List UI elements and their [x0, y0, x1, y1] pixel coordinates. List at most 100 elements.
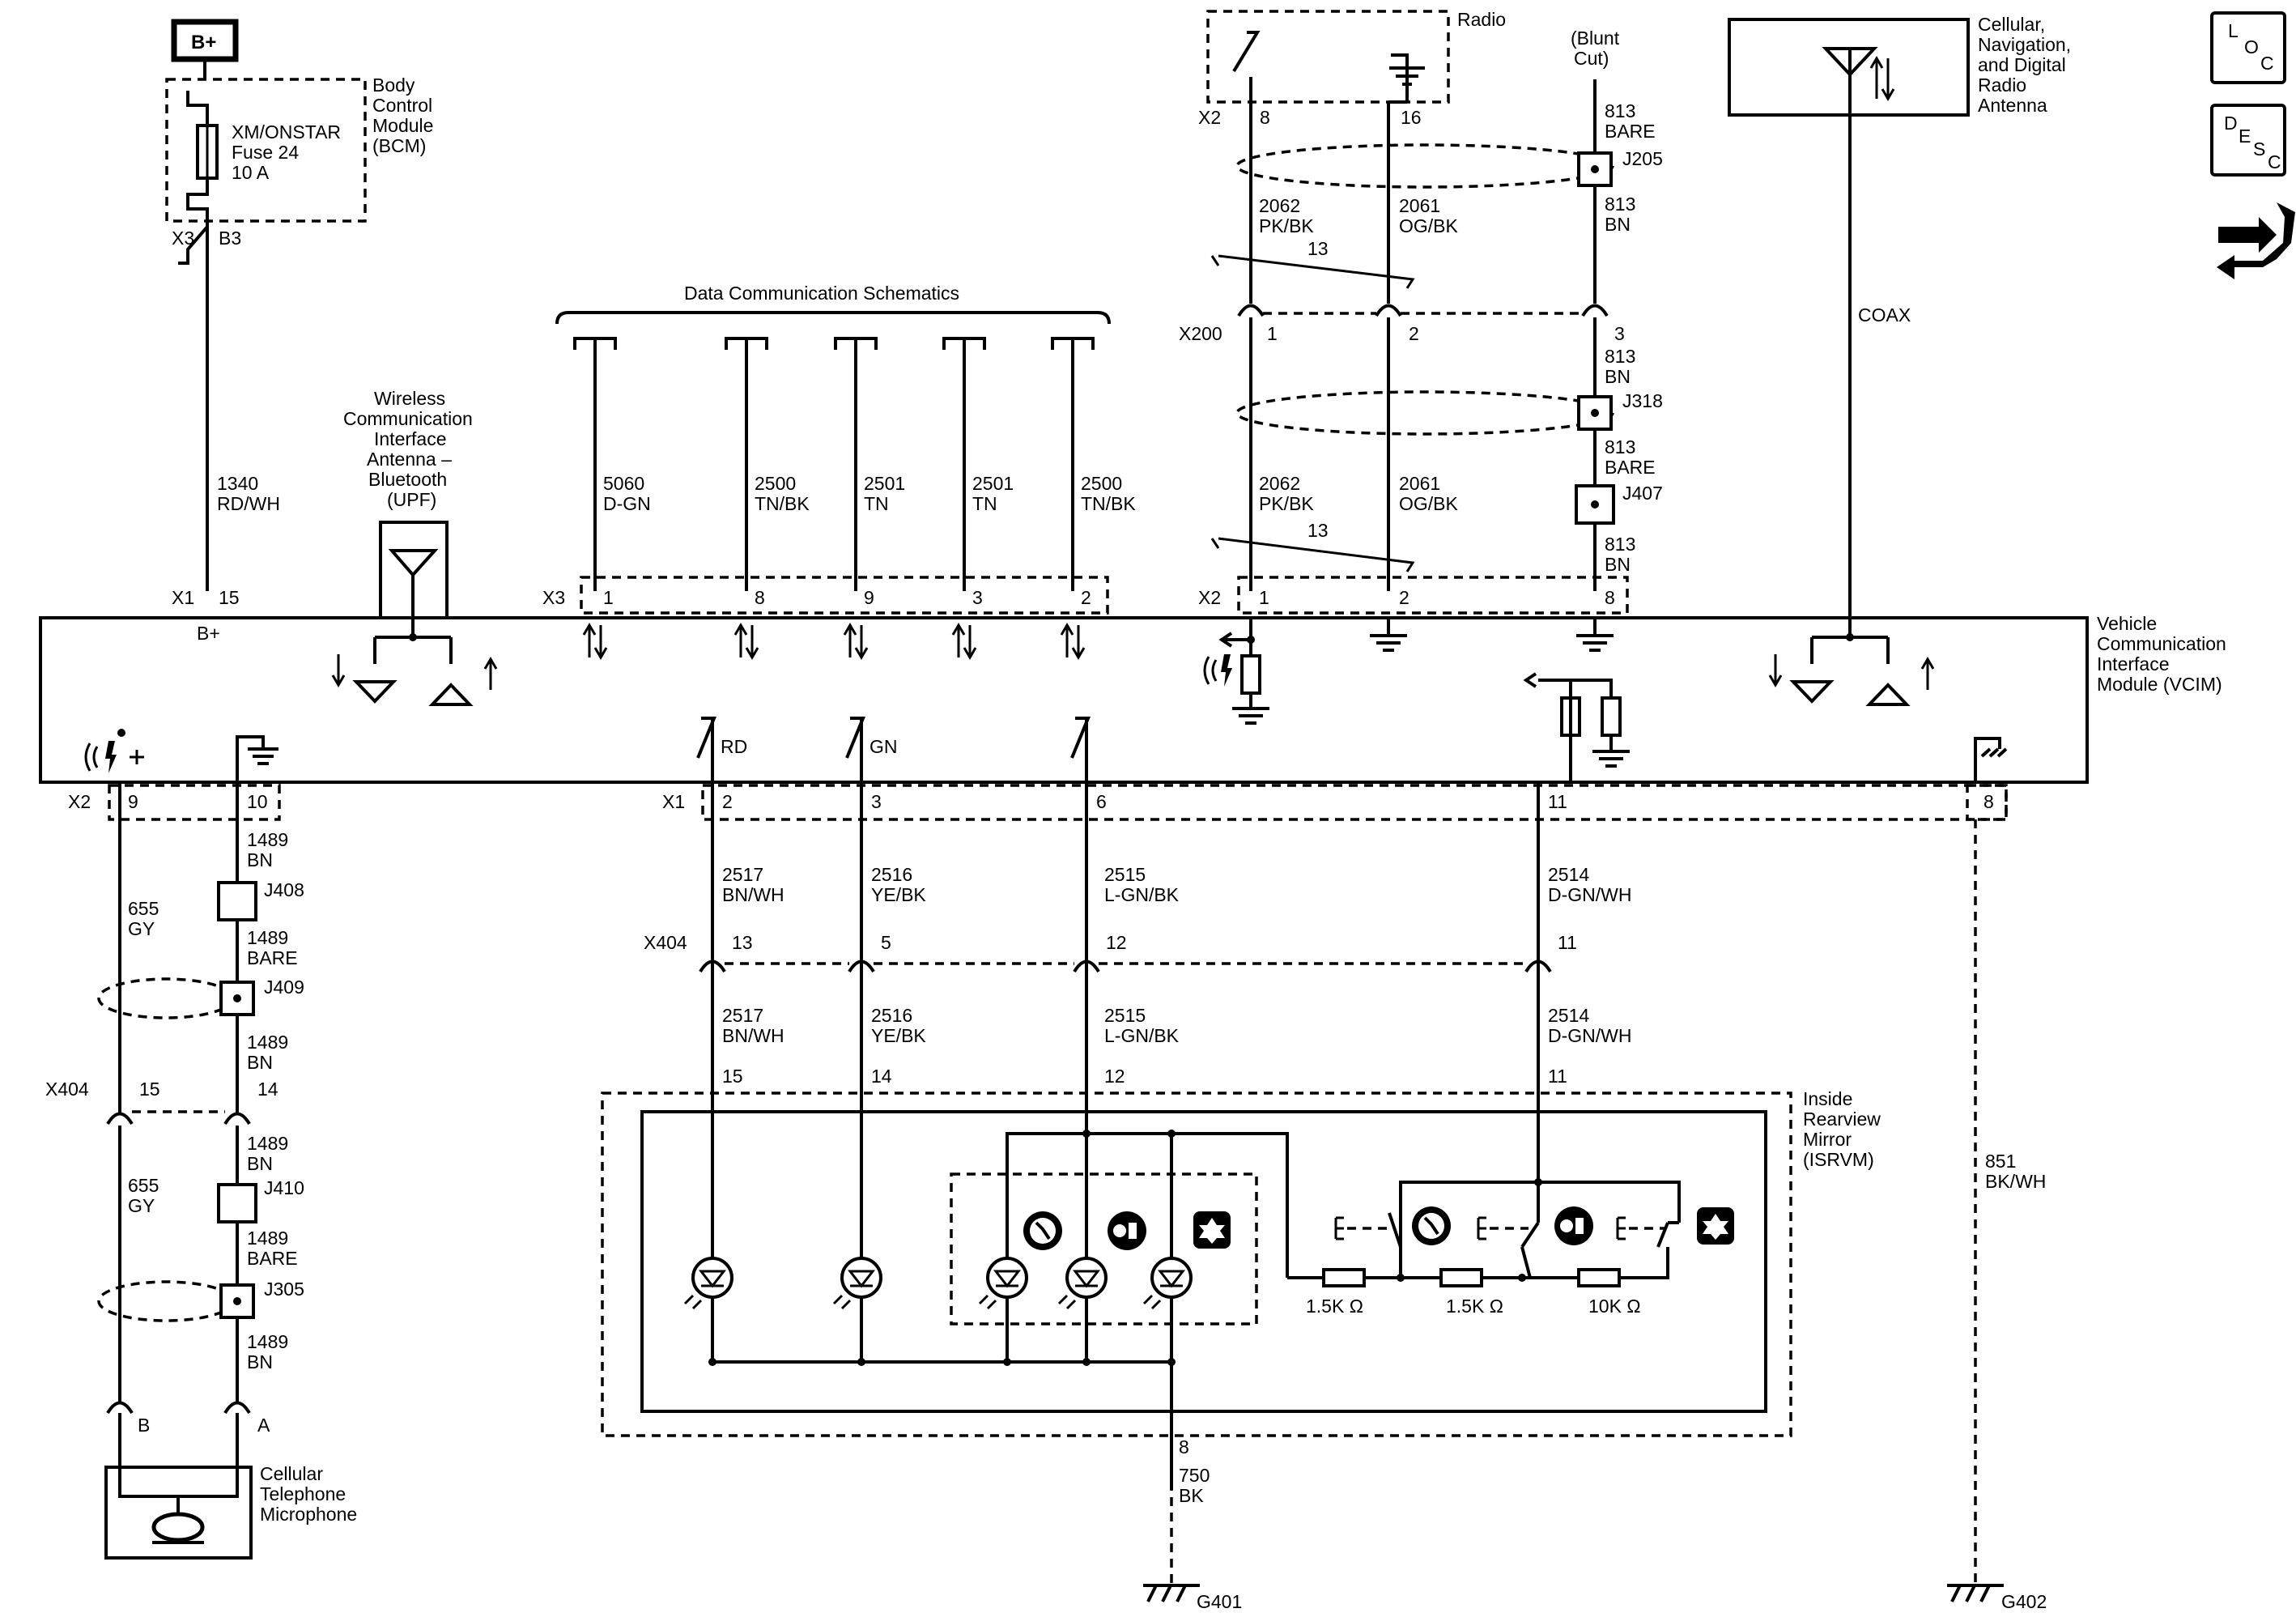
resistor-2-label: 1.5K Ω [1446, 1296, 1503, 1317]
mirror-bot-w4-circuit: 2514 [1548, 1005, 1589, 1026]
cell-antenna-label-5: Antenna [1978, 95, 2047, 116]
vcim-x1-bottom-pin-3: 3 [871, 791, 882, 812]
ground-g401-icon [1143, 1584, 1200, 1602]
bt-antenna-label-2: Communication [343, 408, 473, 429]
radio-outline [1206, 10, 1450, 104]
microphone-icon [104, 1466, 253, 1560]
data-comm-title: Data Communication Schematics [684, 283, 959, 304]
mic-connector [106, 1401, 251, 1467]
coax-label: COAX [1858, 304, 1911, 326]
mic-label-1: Cellular [260, 1463, 323, 1484]
twist-indicator-1 [1210, 254, 1415, 289]
w813-3-circuit: 813 [1605, 346, 1635, 367]
splice-j305 [219, 1283, 255, 1319]
mirror-top-w3-color: L-GN/BK [1104, 884, 1180, 905]
mirror-bot-w3-color: L-GN/BK [1104, 1025, 1180, 1046]
wire-1340 [178, 223, 209, 591]
mic-w1489-6-color: BN [247, 1351, 273, 1372]
vcim-cell-antenna-symbol [1768, 618, 1935, 706]
cell-antenna-label-2: Navigation, [1978, 34, 2071, 55]
mirror-switches [1334, 1182, 1679, 1248]
mic-w1489-5-color: BARE [247, 1248, 298, 1269]
mirror-x404-pin-5: 5 [881, 932, 891, 953]
mirror-top-w1-circuit: 2517 [722, 864, 763, 885]
desc-icon[interactable]: D E S C [2210, 104, 2286, 177]
vcim-label-4: Module (VCIM) [2097, 674, 2222, 695]
splice-j409-label: J409 [264, 977, 304, 998]
splice-j408-label: J408 [264, 879, 304, 900]
vcim-mic-power [84, 729, 144, 773]
twist-1-label: 13 [1307, 238, 1329, 259]
desc-icon-c: C [2268, 151, 2281, 172]
mic-w1489-1-color: BN [247, 849, 273, 870]
bcm-outline [165, 78, 367, 223]
mirror-x404-label: X404 [644, 932, 687, 953]
cell-antenna-label-3: and Digital [1978, 54, 2066, 75]
x3-wire3-color: TN [864, 493, 889, 514]
blunt-cut-label-2: Cut) [1574, 48, 1609, 69]
mic-x404-pin-15: 15 [139, 1079, 160, 1100]
x3-wire2-circuit: 2500 [755, 473, 796, 494]
cell-antenna-label-1: Cellular, [1978, 14, 2045, 35]
mic-w1489-3-color: BN [247, 1052, 273, 1073]
mirror-top-w4-color: D-GN/WH [1548, 884, 1631, 905]
fuse-name: XM/ONSTAR [232, 121, 341, 143]
w813-4-color: BARE [1605, 457, 1656, 478]
led-icon [1057, 1257, 1108, 1310]
vcim-switch-gn-label: GN [870, 736, 898, 757]
x3-data-wires [573, 337, 1095, 591]
vcim-x2-top-outline [1237, 576, 1629, 615]
mic-label-2: Telephone [260, 1483, 346, 1504]
isrvm-inner-box [640, 1110, 1767, 1413]
loc-icon[interactable]: L O C [2210, 11, 2286, 84]
x200-connector [1237, 304, 1609, 317]
wire-1340-color: RD/WH [217, 493, 280, 514]
vcim-switch-rd [696, 717, 716, 782]
ground-right-color: BK/WH [1985, 1171, 2046, 1192]
vcim-label-2: Communication [2097, 633, 2226, 654]
bcm-label-4: (BCM) [372, 135, 426, 156]
twist-indicator-2 [1210, 537, 1415, 572]
mirror-top-w1-color: BN/WH [722, 884, 784, 905]
vcim-x1-bottom-pin-2: 2 [722, 791, 733, 812]
onstar-emergency-button-icon [1193, 1211, 1231, 1249]
x3-wire5-circuit: 2500 [1081, 473, 1122, 494]
mirror-x404-connector [699, 960, 1552, 973]
power-label: B+ [191, 32, 216, 53]
vcim-bplus-label: B+ [197, 623, 220, 644]
x3-wire2-color: TN/BK [755, 493, 810, 514]
splice-j205-label: J205 [1622, 148, 1663, 169]
splice-j408 [217, 881, 257, 921]
mic-w655-2-circuit: 655 [128, 1175, 159, 1196]
led-icon [832, 1257, 882, 1310]
splice-j410-label: J410 [264, 1177, 304, 1198]
vcim-audio-input [1203, 618, 1269, 725]
x3-wire1-color: D-GN [603, 493, 651, 514]
mirror-top-w2-color: YE/BK [871, 884, 926, 905]
ground-left-color: BK [1179, 1485, 1204, 1506]
mirror-pin-14: 14 [871, 1066, 892, 1087]
x3-pin-1: 1 [603, 587, 614, 608]
mirror-x404-pin-12: 12 [1106, 932, 1127, 953]
mic-w1489-4-color: BN [247, 1153, 273, 1174]
vcim-x1-bottom-connector: X1 [662, 791, 685, 812]
bt-antenna-icon [379, 521, 449, 619]
w813-5-color: BN [1605, 554, 1631, 575]
vcim-x2-top-pin-8: 8 [1605, 587, 1615, 608]
bcm-pin: B3 [219, 228, 241, 249]
bcm-label-1: Body [372, 74, 415, 96]
mirror-leds [683, 1257, 1193, 1362]
w2062-1-color: PK/BK [1259, 215, 1314, 236]
w2061-1-circuit: 2061 [1399, 195, 1440, 216]
vcim-x2-bottom-pin-9: 9 [128, 791, 138, 812]
x200-pin-1: 1 [1267, 323, 1278, 344]
led-icon [683, 1257, 733, 1310]
w2062-2-circuit: 2062 [1259, 473, 1300, 494]
mirror-signal-wires [711, 782, 1540, 1278]
splice-j205 [1577, 151, 1613, 187]
bcm-fuse [186, 91, 219, 223]
connector-views-icon[interactable] [2217, 202, 2295, 279]
vcim-x2-bottom-outline [108, 784, 281, 821]
shield-ellipse-2 [1235, 390, 1614, 436]
vcim-x1-11-circuit [1523, 672, 1630, 782]
